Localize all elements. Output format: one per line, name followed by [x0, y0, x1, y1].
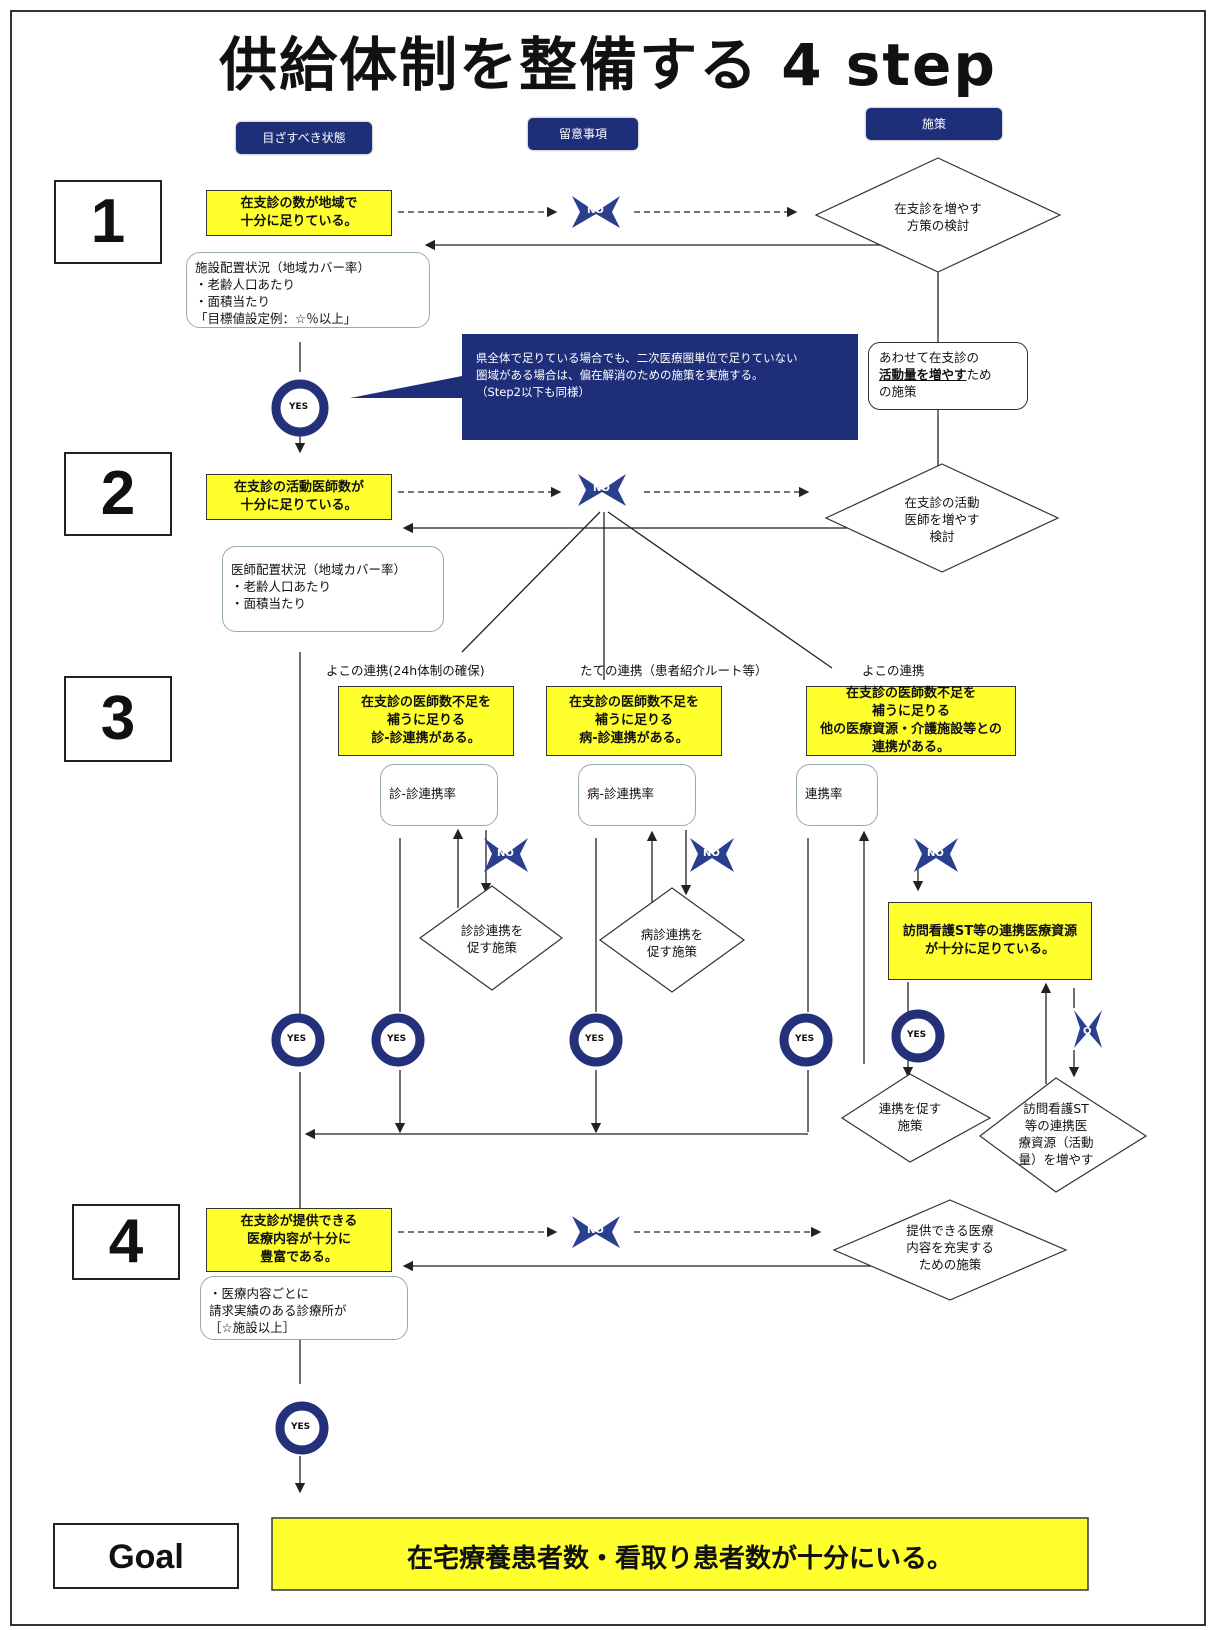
col1-label: よこの連携(24h体制の確保) [326, 663, 485, 678]
col3-measure-a-text: 連携を促す 施策 [878, 1101, 942, 1133]
yes-icon-col3 [779, 1013, 833, 1067]
no-label-col1: NO [497, 848, 514, 859]
s1-side-prefix: あわせて在支診の [879, 350, 980, 365]
col3-indicator: 連携率 [796, 764, 878, 826]
diamond-s1-measure [814, 157, 1062, 273]
yes-label-s4: YES [291, 1422, 311, 1432]
col2-indicator: 病-診連携率 [578, 764, 696, 826]
s1-measure-text: 在支診を増やす 方策の検討 [894, 201, 982, 233]
col1-condition: 在支診の医師数不足を 補うに足りる 診-診連携がある。 [338, 686, 514, 756]
col1-measure-text: 診診連携を 促す施策 [460, 923, 524, 955]
s2-indicator: 医師配置状況（地域カバー率） ・老齢人口あたり ・面積当たり [222, 546, 444, 632]
yes-icon-col1 [371, 1013, 425, 1067]
step-2-box: 2 [64, 452, 172, 536]
callout-box [350, 334, 858, 440]
s1-side-bold: 活動量を増やす [879, 367, 967, 382]
yes-icon-sub [891, 1009, 945, 1063]
no-label-s1: NO [587, 205, 604, 216]
col2-measure-text: 病診連携を 促す施策 [640, 927, 704, 959]
yes-icon-trunk [271, 1013, 325, 1067]
callout-text: 県全体で足りている場合でも、二次医療圏単位で足りていない 圏域がある場合は、偏在… [476, 351, 798, 399]
step-3-box: 3 [64, 676, 172, 762]
yes-label-col3: YES [795, 1034, 815, 1044]
header-state: 目ざすべき状態 [236, 122, 372, 154]
no-icon-s4 [572, 1216, 620, 1248]
header-measures: 施策 [866, 108, 1002, 140]
yes-icon-col2 [569, 1013, 623, 1067]
diamond-col2-measure [598, 887, 746, 993]
no-label-col3: NO [927, 848, 944, 859]
diamond-col3-measure [840, 1073, 992, 1163]
col3-label: よこの連携 [862, 663, 925, 678]
goal-label: Goal [108, 1538, 184, 1576]
no-icon-sub [1074, 1010, 1102, 1048]
yes-label-sub: YES [907, 1030, 927, 1040]
yes-label-col2: YES [585, 1034, 605, 1044]
goal-text: 在宅療養患者数・看取り患者数が十分にいる。 [406, 1544, 953, 1574]
s4-indicator: ・医療内容ごとに 請求実績のある診療所が ［☆施設以上］ [200, 1276, 408, 1340]
col2-label: たての連携（患者紹介ルート等） [580, 663, 768, 678]
s1-indicator: 施設配置状況（地域カバー率） ・老齢人口あたり ・面積当たり 「目標値設定例：☆… [186, 252, 430, 328]
yes-label-col1: YES [387, 1034, 407, 1044]
diamond-s4-measure [832, 1199, 1068, 1301]
line-branch-col1 [461, 511, 601, 653]
diamond-s2-measure [824, 463, 1060, 573]
goal-label-box [53, 1523, 239, 1589]
line-branch-col3 [607, 511, 833, 669]
no-icon-s1 [572, 196, 620, 228]
yes-label-trunk: YES [287, 1034, 307, 1044]
yes-icon-s1 [271, 379, 329, 437]
yes-icon-s4 [275, 1401, 329, 1455]
s2-measure-text: 在支診の活動 医師を増やす 検討 [904, 495, 980, 544]
col3-measure-b-text: 訪問看護ST 等の連携医 療資源（活動 量）を増やす [1018, 1101, 1094, 1167]
no-label-col2: NO [703, 848, 720, 859]
s2-condition: 在支診の活動医師数が 十分に足りている。 [206, 474, 392, 520]
goal-text-box [271, 1517, 1089, 1591]
col2-condition: 在支診の医師数不足を 補うに足りる 病-診連携がある。 [546, 686, 722, 756]
col1-indicator: 診-診連携率 [380, 764, 498, 826]
no-icon-col2 [690, 838, 734, 872]
no-label-sub: N O [1083, 1014, 1092, 1037]
s4-condition: 在支診が提供できる 医療内容が十分に 豊富である。 [206, 1208, 392, 1272]
no-icon-s2 [578, 474, 626, 506]
s1-side-measure: あわせて在支診の 活動量を増やすため の施策 [868, 342, 1028, 410]
no-label-s4: NO [587, 1225, 604, 1236]
step-4-box: 4 [72, 1204, 180, 1280]
step-1-box: 1 [54, 180, 162, 264]
diamond-col1-measure [418, 885, 564, 991]
s1-side-suffix: ため の施策 [879, 367, 992, 399]
header-notes: 留意事項 [528, 118, 638, 150]
col3-condition: 在支診の医師数不足を 補うに足りる 他の医療資源・介護施設等との 連携がある。 [806, 686, 1016, 756]
no-icon-col1 [484, 838, 528, 872]
page-frame [10, 10, 1206, 1626]
diamond-sub-measure [978, 1077, 1148, 1193]
page-title: 供給体制を整備する 4 step [219, 31, 997, 99]
no-icon-col3 [914, 838, 958, 872]
col3-sub-condition: 訪問看護ST等の連携医療資源 が十分に足りている。 [888, 902, 1092, 980]
s1-condition: 在支診の数が地域で 十分に足りている。 [206, 190, 392, 236]
s4-measure-text: 提供できる医療 内容を充実する ための施策 [906, 1223, 994, 1272]
yes-label-s1: YES [289, 402, 309, 412]
no-label-s2: NO [593, 483, 610, 494]
